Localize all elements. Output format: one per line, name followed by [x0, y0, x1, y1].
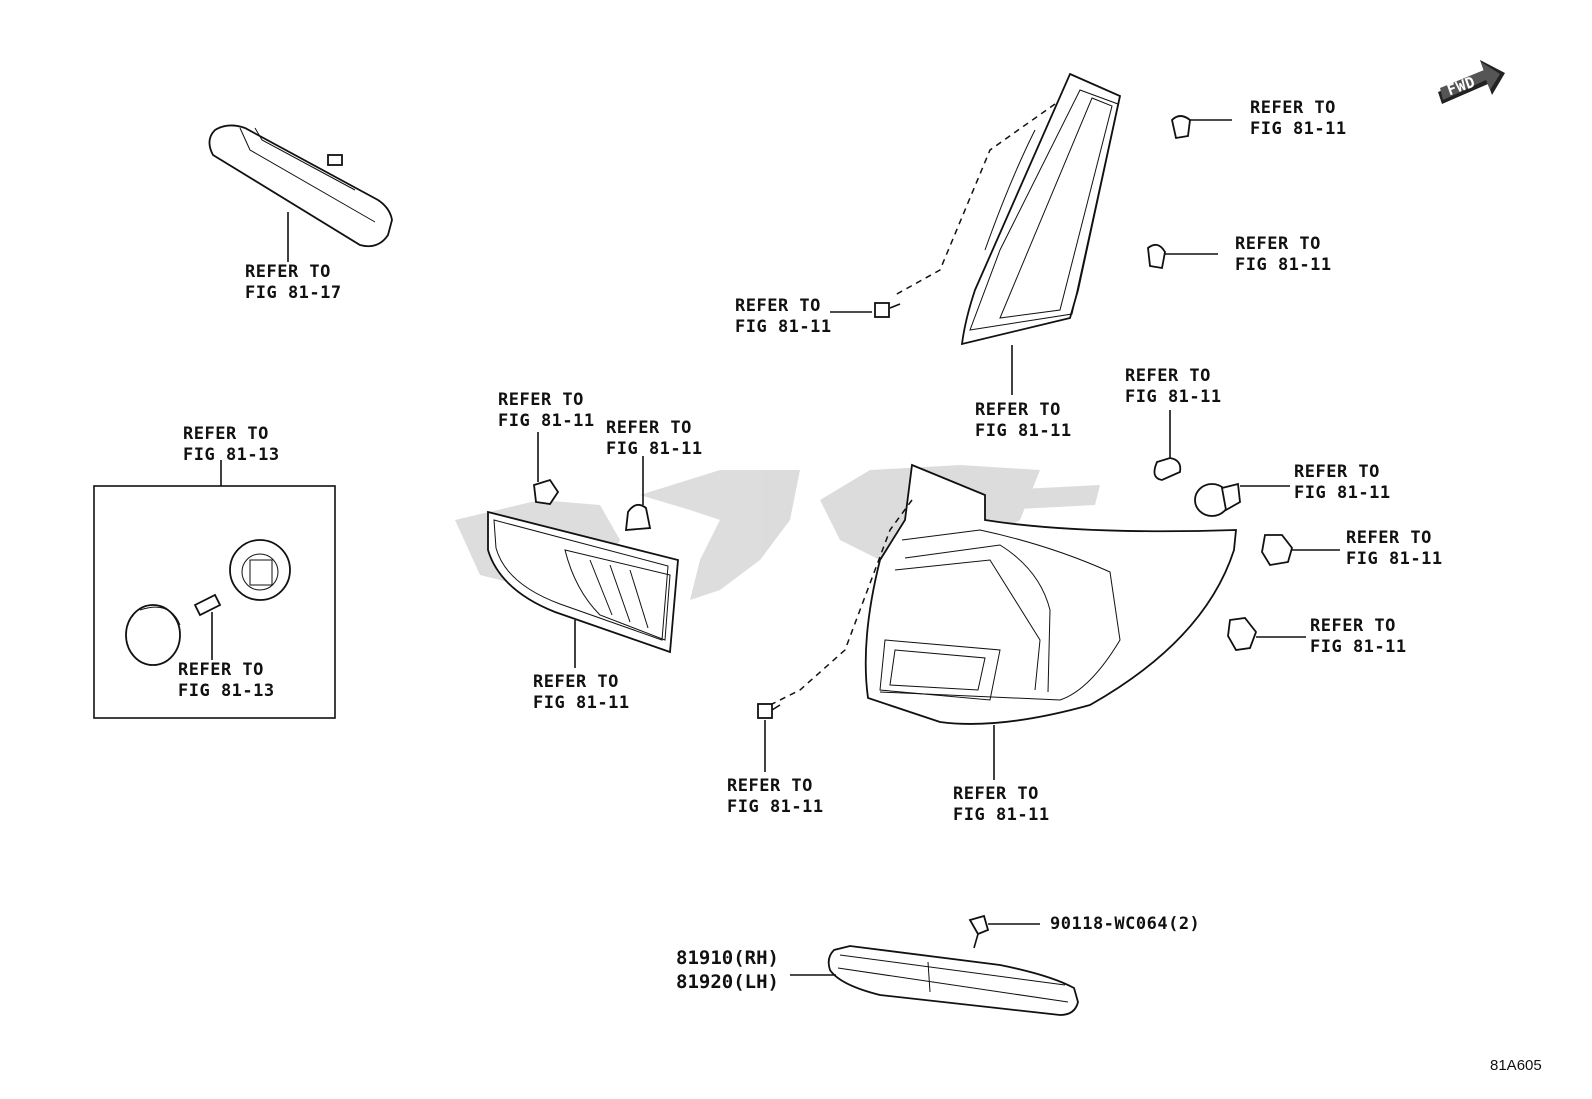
rear-combination-lamp	[757, 410, 1340, 780]
small-bulb-icon	[1153, 410, 1182, 481]
reflector-part-number-rh: 81910(RH)	[676, 947, 779, 969]
reflector-part-number-lh: 81920(LH)	[676, 971, 779, 993]
screw-part-number: 90118-WC064(2)	[1050, 914, 1201, 934]
figure-code: 81A605	[1490, 1057, 1542, 1074]
upper-bolt-icon	[830, 302, 901, 318]
inner-tail-lamp	[487, 432, 679, 668]
rear-reflector	[790, 914, 1079, 1016]
screw-icon	[968, 914, 1040, 949]
upper-clip-icon	[1171, 115, 1232, 140]
socket-kit-box	[93, 460, 336, 719]
socket-icon	[1227, 617, 1306, 651]
fwd-arrow-icon	[1438, 60, 1505, 104]
upper-clip-icon	[1147, 243, 1218, 270]
side-marker-lamp	[208, 124, 393, 262]
large-bulb-icon	[1194, 482, 1290, 517]
lower-bolt-icon	[757, 703, 781, 772]
upper-tail-lamp	[830, 72, 1232, 395]
socket-icon	[1261, 534, 1340, 566]
